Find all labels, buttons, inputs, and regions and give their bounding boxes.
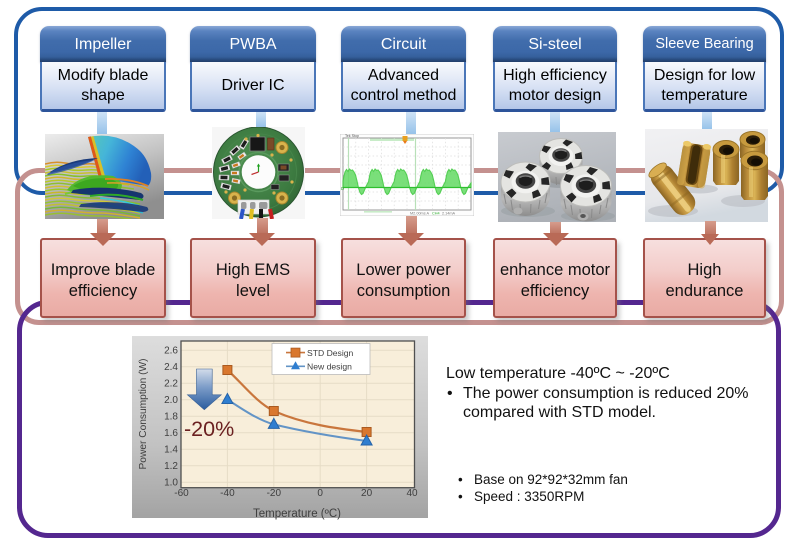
svg-text:20: 20 bbox=[361, 488, 373, 499]
svg-text:1.4: 1.4 bbox=[164, 445, 178, 456]
svg-text:M2.00ms A: M2.00ms A bbox=[410, 212, 429, 216]
svg-text:1.2: 1.2 bbox=[164, 461, 178, 472]
svg-text:1.0: 1.0 bbox=[164, 478, 178, 489]
svg-text:1.6: 1.6 bbox=[164, 428, 178, 439]
svg-text:2.4: 2.4 bbox=[164, 362, 178, 373]
svg-text:-20: -20 bbox=[267, 488, 282, 499]
svg-text:Power Consumption (W): Power Consumption (W) bbox=[138, 359, 149, 470]
svg-text:-40: -40 bbox=[220, 488, 235, 499]
svg-text:STD Design: STD Design bbox=[307, 348, 354, 358]
svg-text:2.0: 2.0 bbox=[164, 395, 178, 406]
svg-text:40: 40 bbox=[406, 488, 418, 499]
svg-text:2.6: 2.6 bbox=[164, 346, 178, 357]
svg-text:Temperature (ºC): Temperature (ºC) bbox=[253, 508, 341, 520]
svg-text:2.14mA: 2.14mA bbox=[442, 212, 456, 216]
svg-text:Tek Stop: Tek Stop bbox=[345, 134, 359, 138]
svg-text:CH4: CH4 bbox=[432, 212, 440, 216]
svg-text:D: D bbox=[341, 186, 345, 191]
svg-text:-20%: -20% bbox=[184, 417, 234, 441]
svg-text:0: 0 bbox=[317, 488, 323, 499]
svg-text:2.2: 2.2 bbox=[164, 379, 178, 390]
svg-text:1.8: 1.8 bbox=[164, 412, 178, 423]
svg-text:-60: -60 bbox=[174, 488, 189, 499]
svg-text:New design: New design bbox=[307, 362, 352, 372]
